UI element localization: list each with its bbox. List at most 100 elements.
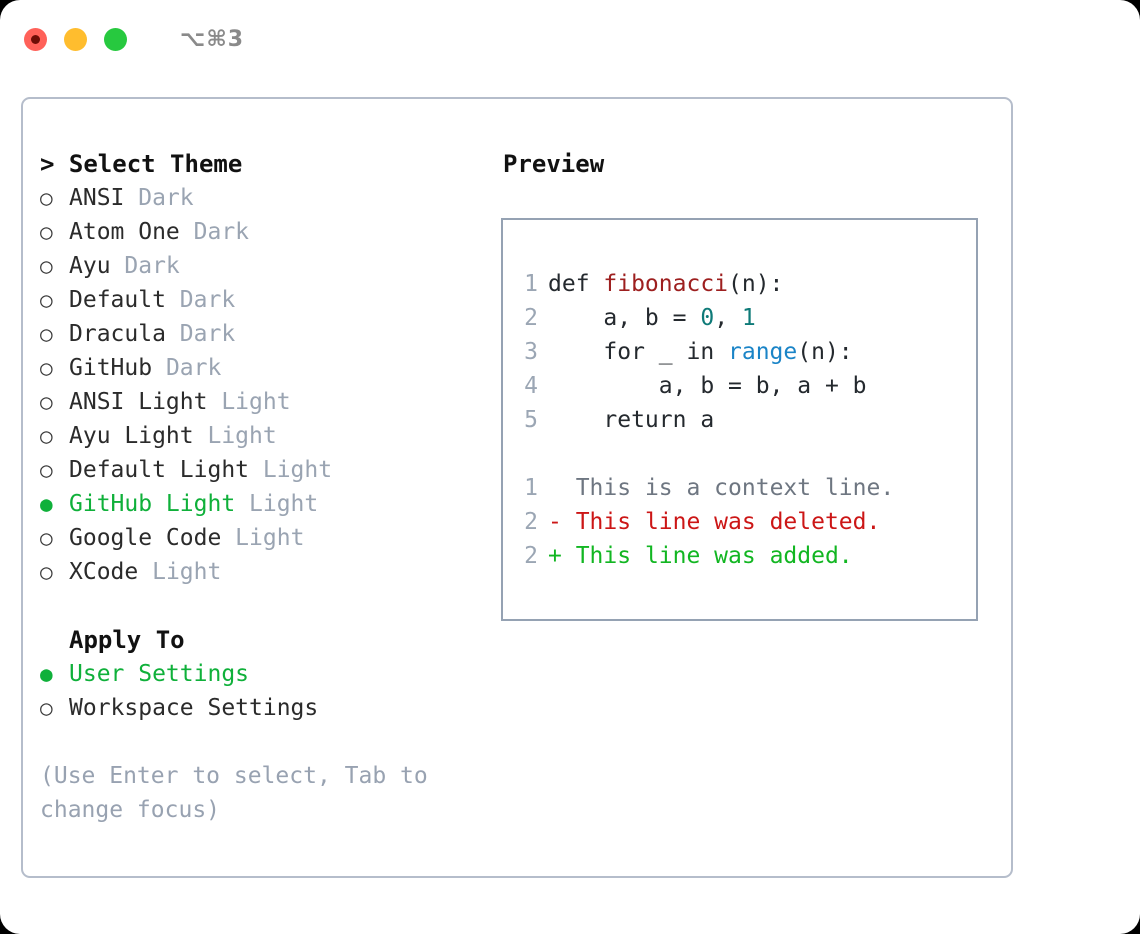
theme-variant-badge: Dark [165,321,236,347]
diff-marker: - [548,509,576,535]
theme-option-atom-one[interactable]: ○ Atom One Dark [40,215,501,249]
theme-option-github-light[interactable]: ● GitHub Light Light [40,487,501,521]
code-line: 4 a, b = b, a + b [503,369,976,403]
theme-variant-badge: Dark [179,219,250,245]
code-token-plain: (n): [728,271,784,297]
code-line: 5 return a [503,403,976,437]
radio-unselected-icon: ○ [40,356,53,380]
title-bar: ⌥⌘3 [0,0,1140,78]
traffic-light-group [24,27,127,51]
theme-option-label: Ayu Light [69,423,194,449]
theme-option-label: Default Light [69,457,250,483]
code-line-content: for _ in range(n): [548,335,852,369]
diff-marker: + [548,543,576,569]
theme-option-dracula[interactable]: ○Dracula Dark [40,317,501,351]
code-line: 2 a, b = 0, 1 [503,301,976,335]
code-token-fn: fibonacci [603,271,729,297]
keyboard-shortcut-label: ⌥⌘3 [180,26,245,52]
code-line: 3 for _ in range(n): [503,335,976,369]
theme-variant-badge: Light [235,491,319,517]
theme-option-google-code[interactable]: ○ Google Code Light [40,521,501,555]
radio-unselected-icon: ○ [40,220,53,244]
code-line-content: def fibonacci(n): [548,267,783,301]
code-token-plain: , [714,305,742,331]
theme-option-ansi-light[interactable]: ○ANSI Light Light [40,385,501,419]
theme-option-label: GitHub Light [69,491,236,517]
apply-to-option-workspace-settings[interactable]: ○Workspace Settings [40,691,501,725]
diff-line-text: This is a context line. [575,475,895,501]
code-line-content: return a [548,403,714,437]
radio-unselected-icon: ○ [40,254,53,278]
theme-option-ayu[interactable]: ○ Ayu Dark [40,249,501,283]
line-number: 5 [524,407,538,433]
main-panel: > Select Theme ○ANSI Dark○Atom One Dark○… [21,97,1013,878]
theme-variant-badge: Dark [165,287,236,313]
code-line-content: a, b = 0, 1 [548,301,756,335]
apply-to-option-label: User Settings [69,661,250,687]
code-token-plain: a, b = b, a + b [548,373,867,399]
theme-option-github[interactable]: ○ GitHub Dark [40,351,501,385]
theme-option-label: Ayu [69,253,111,279]
theme-selection-column: > Select Theme ○ANSI Dark○Atom One Dark○… [23,99,501,876]
theme-variant-badge: Dark [110,253,180,279]
radio-unselected-icon: ○ [40,458,53,482]
line-number: 4 [524,373,538,399]
theme-option-default-light[interactable]: ○Default Light Light [40,453,501,487]
apply-to-heading: Apply To [69,626,185,654]
code-token-plain: def [548,271,604,297]
theme-variant-badge: Light [193,423,277,449]
radio-unselected-icon: ○ [40,186,53,210]
apply-to-option-list[interactable]: ● User Settings ○Workspace Settings [40,657,501,725]
radio-selected-icon: ● [40,492,53,516]
apply-to-option-label: Workspace Settings [69,695,319,721]
theme-option-label: Atom One [69,219,180,245]
code-token-plain: return a [548,407,715,433]
preview-heading: Preview [503,150,605,178]
code-token-call: range [728,339,798,365]
theme-option-label: Google Code [69,525,222,551]
theme-option-label: GitHub [69,355,153,381]
theme-option-label: XCode [69,559,139,585]
line-number: 2 [524,305,538,331]
apply-to-option-user-settings[interactable]: ● User Settings [40,657,501,691]
theme-variant-badge: Light [221,525,305,551]
maximize-window-button[interactable] [104,27,127,51]
theme-option-list[interactable]: ○ ANSI Dark ○ Atom One Dark ○ Ayu Dark ○ Defaul… [40,181,501,589]
theme-variant-badge: Dark [124,185,194,211]
theme-variant-badge: Light [207,389,291,415]
line-number: 1 [524,271,538,297]
theme-option-default[interactable]: ○ Default Dark [40,283,501,317]
line-number: 1 [524,475,538,501]
theme-option-label: Default [69,287,166,313]
radio-unselected-icon: ○ [40,560,53,584]
code-line: 1 def fibonacci(n): [503,267,976,301]
select-theme-heading: > Select Theme [40,150,243,178]
theme-variant-badge: Dark [152,355,222,381]
code-token-plain: for _ in [548,339,729,365]
list-spacer [40,589,501,623]
theme-option-label: ANSI [69,185,125,211]
theme-variant-badge: Light [138,559,222,585]
code-token-num: 0 [700,305,715,331]
keyboard-hint-text: (Use Enter to select, Tab to change focu… [40,763,442,823]
radio-selected-icon: ● [40,662,53,686]
line-number: 2 [524,543,538,569]
radio-unselected-icon: ○ [40,526,53,550]
hint-spacer [40,725,501,759]
radio-unselected-icon: ○ [40,322,53,346]
minimize-window-button[interactable] [64,27,87,51]
code-token-num: 1 [741,305,756,331]
radio-unselected-icon: ○ [40,288,53,312]
theme-option-ayu-light[interactable]: ○Ayu Light Light [40,419,501,453]
theme-option-ansi[interactable]: ○ ANSI Dark [40,181,501,215]
theme-option-label: ANSI Light [69,389,208,415]
close-window-button[interactable] [24,27,47,51]
diff-marker [548,471,576,505]
theme-option-xcode[interactable]: ○ XCode Light [40,555,501,589]
code-token-plain: a, b = [548,305,701,331]
diff-line-add: 2+ This line was added. [503,539,976,573]
